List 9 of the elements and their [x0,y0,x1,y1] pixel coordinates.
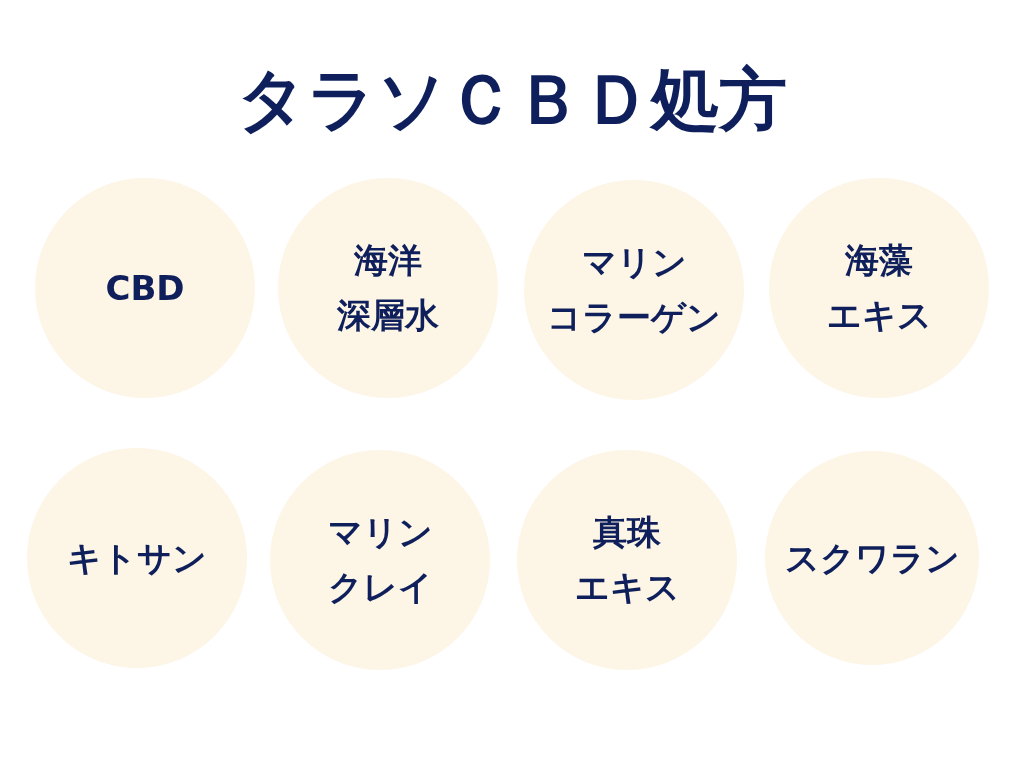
ingredient-name: キトサン [67,536,207,580]
ingredient-name: 真珠エキス [574,511,680,609]
ingredient-name: マリンクレイ [327,511,433,609]
ingredient-name: スクワラン [784,536,960,580]
ingredient-name: マリンコラーゲン [547,241,721,339]
ingredient-name: 海洋深層水 [337,239,439,337]
title: タラソＣＢＤ処方 [236,59,788,141]
ingredient-name: 海藻エキス [826,239,932,337]
ingredient-name: CBD [105,266,185,310]
